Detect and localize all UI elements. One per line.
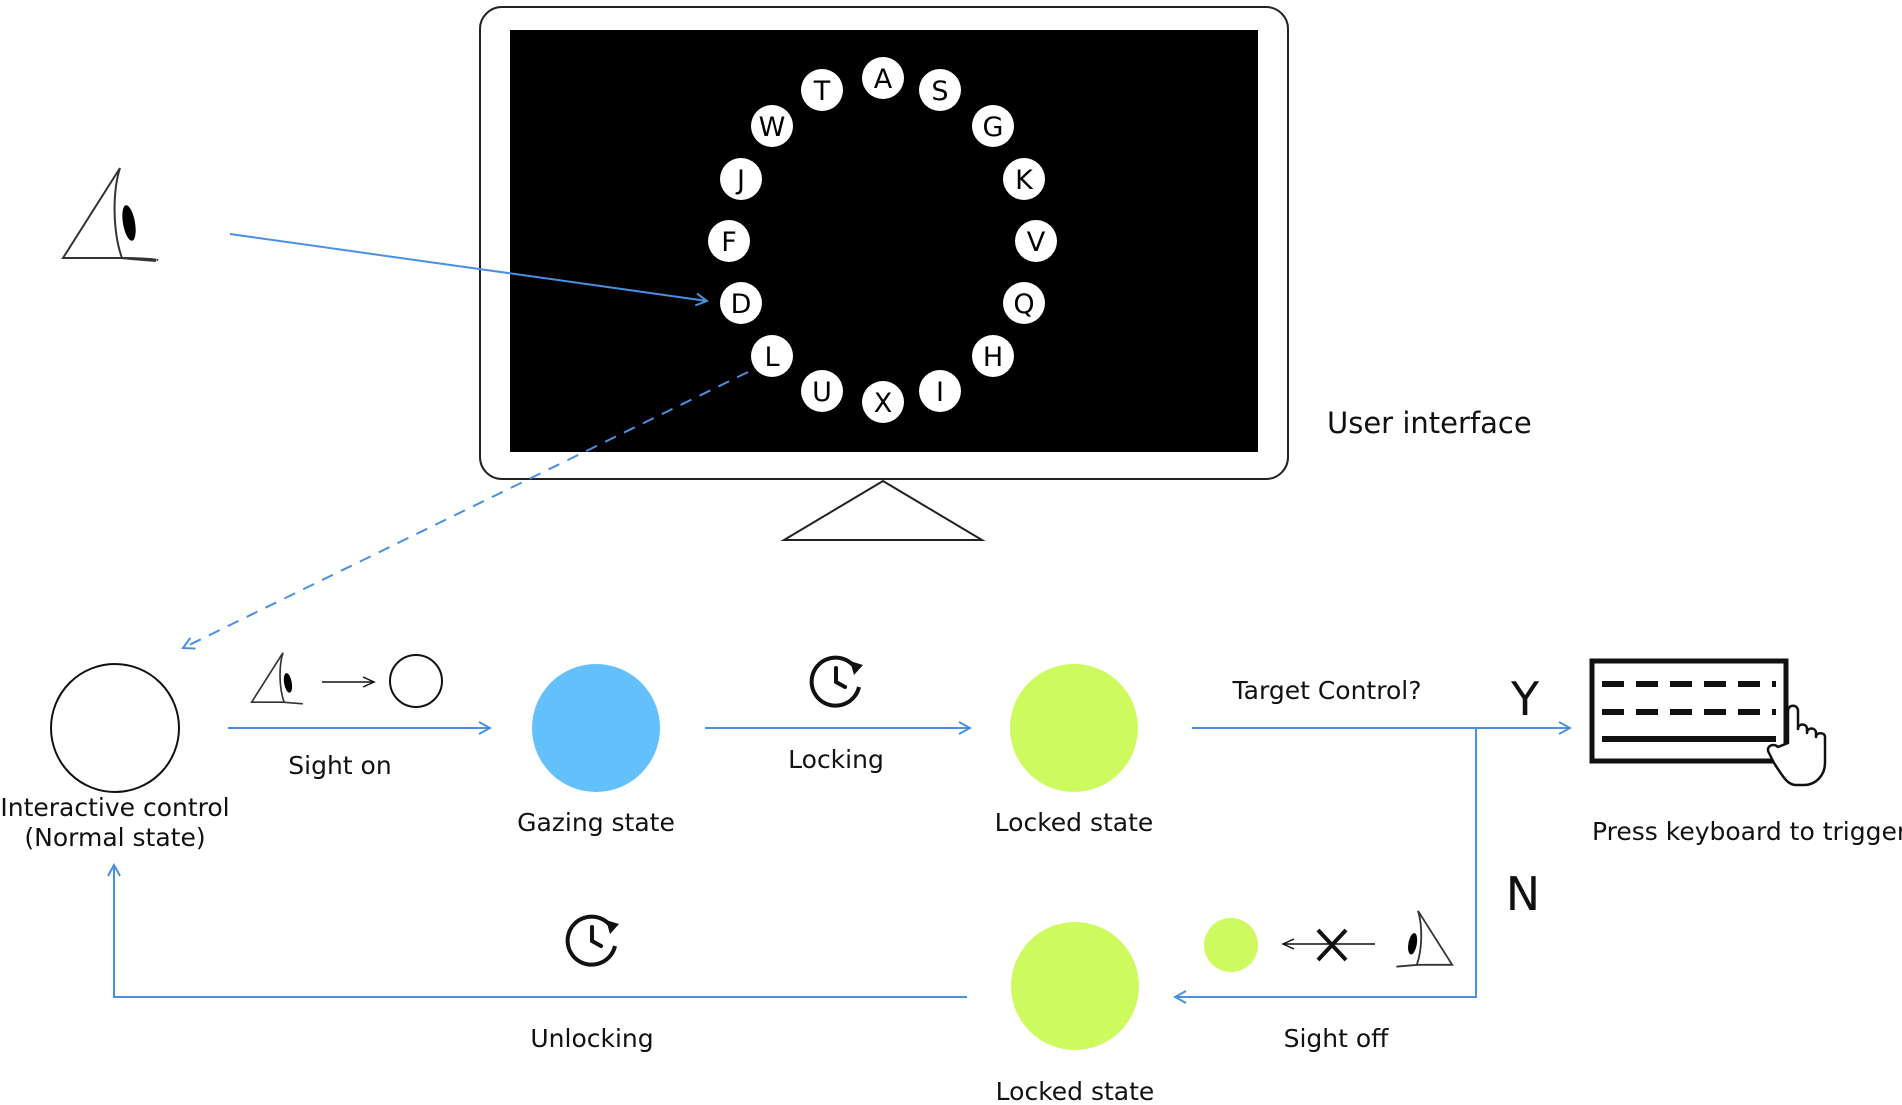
letter-key-text: W (759, 112, 786, 143)
eye-icon (250, 652, 303, 705)
letter-key-t: T (801, 69, 843, 111)
eye-icon (61, 167, 159, 262)
small-target-circle (389, 654, 443, 708)
letter-key-f: F (708, 220, 750, 262)
letter-key-circle (1015, 220, 1057, 262)
monitor-stand (780, 479, 986, 541)
letter-key-l: L (751, 335, 793, 377)
normal-state-label-2: (Normal state) (24, 823, 205, 852)
gazing-state-circle (532, 664, 660, 792)
normal-state-label-1: Interactive control (0, 793, 229, 822)
letter-key-circle (708, 220, 750, 262)
letter-key-text: D (731, 289, 752, 320)
eye-icon (1396, 910, 1454, 968)
monitor (479, 6, 1289, 541)
letter-key-circle (919, 370, 961, 412)
clock-icon (565, 914, 619, 967)
letter-key-u: U (801, 370, 843, 412)
letter-key-s: S (919, 69, 961, 111)
normal-state-circle (50, 663, 180, 793)
keyboard-icon (1589, 658, 1789, 764)
letter-key-text: Q (1013, 289, 1034, 320)
letter-key-circle (972, 335, 1014, 377)
user-interface-label: User interface (1327, 406, 1532, 440)
letter-key-circle (751, 105, 793, 147)
locked-state-bottom-label: Locked state (996, 1077, 1155, 1105)
letter-key-circle (1003, 158, 1045, 200)
letter-key-v: V (1015, 220, 1057, 262)
letter-key-text: U (812, 377, 832, 408)
letter-key-q: Q (1003, 282, 1045, 324)
sight-on-label: Sight on (288, 751, 391, 780)
locked-state-bottom-circle (1011, 922, 1139, 1050)
cross-icon (1316, 928, 1348, 962)
dashed-link-arrow (183, 371, 749, 648)
letter-key-text: K (1015, 165, 1034, 196)
no-label: N (1506, 867, 1540, 921)
locked-state-circle (1010, 664, 1138, 792)
sight-off-label: Sight off (1284, 1024, 1390, 1053)
letter-key-circle (720, 158, 762, 200)
letter-key-circle (801, 69, 843, 111)
letter-key-text: J (735, 165, 745, 196)
locking-label: Locking (788, 745, 884, 774)
letter-key-circle (1003, 282, 1045, 324)
letter-key-circle (972, 105, 1014, 147)
letter-key-text: V (1027, 227, 1046, 258)
letter-key-text: S (931, 76, 948, 107)
unlocking-arrow (114, 865, 967, 998)
target-control-label: Target Control? (1232, 676, 1422, 705)
gaze-arrow (229, 233, 707, 301)
sight-on-icon-group (250, 652, 443, 708)
letter-key-text: L (764, 342, 779, 373)
locked-state-label: Locked state (995, 808, 1154, 837)
letter-key-circle (862, 381, 904, 423)
gazing-state-label: Gazing state (517, 808, 675, 837)
letter-key-text: T (813, 76, 831, 107)
letter-key-circle (919, 69, 961, 111)
letter-key-text: A (874, 64, 893, 95)
letter-key-j: J (720, 158, 762, 200)
letter-key-text: G (983, 112, 1004, 143)
unlocking-label: Unlocking (530, 1024, 653, 1053)
letter-key-x: X (862, 381, 904, 423)
letter-key-d: D (720, 282, 762, 324)
hand-pointer-icon (1766, 704, 1827, 787)
letter-key-circle (751, 335, 793, 377)
letter-key-i: I (919, 370, 961, 412)
decision-no-arrow (1175, 728, 1477, 997)
letter-key-h: H (972, 335, 1014, 377)
letter-key-text: X (874, 388, 893, 419)
letter-key-circle (862, 57, 904, 99)
small-locked-circle (1204, 918, 1258, 972)
letter-key-circle (720, 282, 762, 324)
letter-key-text: I (936, 377, 944, 408)
clock-icon (809, 655, 863, 708)
letter-key-a: A (862, 57, 904, 99)
letter-key-text: F (721, 227, 737, 258)
letter-key-text: H (983, 342, 1003, 373)
yes-label: Y (1510, 672, 1540, 726)
letter-key-k: K (1003, 158, 1045, 200)
letter-key-circle (801, 370, 843, 412)
press-keyboard-label: Press keyboard to trigger (1592, 817, 1902, 846)
letter-key-w: W (751, 105, 793, 147)
letter-key-g: G (972, 105, 1014, 147)
